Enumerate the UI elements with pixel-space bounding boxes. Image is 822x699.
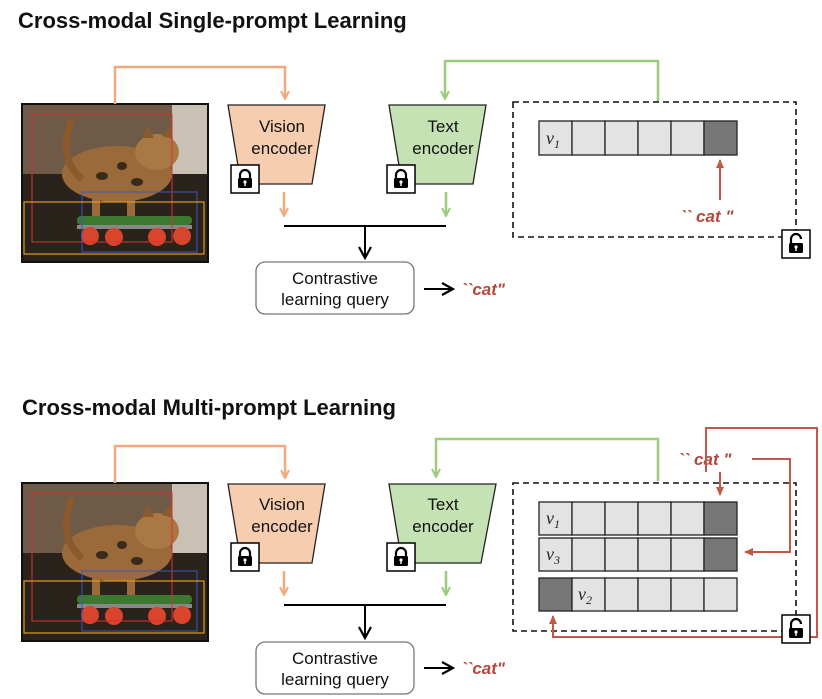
token-cell bbox=[670, 577, 705, 612]
vision-encoder-2-label-2: encoder bbox=[251, 517, 313, 536]
token-cell bbox=[604, 537, 639, 572]
class-to-row3-arrow bbox=[549, 427, 818, 638]
token-cell bbox=[604, 501, 639, 536]
class-token-cell bbox=[703, 501, 738, 536]
token-cell bbox=[670, 537, 705, 572]
class-token-cell bbox=[703, 537, 738, 572]
class-token-cell bbox=[703, 120, 738, 156]
panel-1: Vision encoder Text encoder Contrastive … bbox=[22, 59, 812, 315]
token-cell bbox=[637, 537, 672, 572]
output-label-2: ``cat" bbox=[461, 659, 506, 678]
panel-2-title: Cross-modal Multi-prompt Learning bbox=[22, 395, 396, 420]
text-encoder-1-label-2: encoder bbox=[412, 139, 474, 158]
token-cell bbox=[670, 120, 705, 156]
token-cell bbox=[571, 501, 606, 536]
prompt-row-1: v1 bbox=[538, 120, 738, 156]
class-token-cell bbox=[538, 577, 573, 612]
vision-encoder-1-label-1: Vision bbox=[259, 117, 305, 136]
contrastive-query-2-label-2: learning query bbox=[281, 670, 389, 689]
text-encoder-2-label-1: Text bbox=[427, 495, 458, 514]
prompt-to-text-arrow bbox=[445, 59, 660, 102]
prompt-row-v2: v2 bbox=[538, 577, 738, 612]
lock-icon bbox=[229, 541, 261, 573]
token-cell bbox=[637, 501, 672, 536]
token-cell bbox=[571, 537, 606, 572]
token-cell bbox=[670, 501, 705, 536]
class-label-1: `` cat " bbox=[680, 207, 734, 226]
output-label-1: ``cat" bbox=[461, 280, 506, 299]
prompt-token-symbol: v2 bbox=[578, 584, 592, 607]
token-cell bbox=[571, 120, 606, 156]
text-encoder-2-label-2: encoder bbox=[412, 517, 474, 536]
token-cell bbox=[538, 120, 573, 156]
contrastive-query-2 bbox=[255, 641, 415, 695]
input-image-2 bbox=[22, 483, 208, 641]
prompt-region-2 bbox=[512, 482, 797, 632]
input-image-1 bbox=[22, 104, 208, 262]
contrastive-query-1-label-2: learning query bbox=[281, 290, 389, 309]
prompt-token-symbol: v1 bbox=[546, 128, 560, 151]
vision-encoder-2-label-1: Vision bbox=[259, 495, 305, 514]
vision-encoder-1-label-2: encoder bbox=[251, 139, 313, 158]
token-cell bbox=[604, 577, 639, 612]
token-cell bbox=[538, 537, 573, 572]
contrastive-query-1-label-1: Contrastive bbox=[292, 269, 378, 288]
token-cell bbox=[571, 577, 606, 612]
contrastive-query-2-label-1: Contrastive bbox=[292, 649, 378, 668]
prompt-region-1 bbox=[512, 101, 797, 238]
unlock-icon bbox=[780, 228, 812, 260]
token-cell bbox=[604, 120, 639, 156]
token-cell bbox=[703, 577, 738, 612]
unlock-icon bbox=[780, 613, 812, 645]
prompt-row-v1: v1 bbox=[538, 501, 738, 536]
lock-icon bbox=[385, 163, 417, 195]
text-encoder-1-label-1: Text bbox=[427, 117, 458, 136]
panel-2: Vision encoder Text encoder Contrastive … bbox=[22, 427, 818, 695]
token-cell bbox=[637, 577, 672, 612]
prompt-row-v3: v3 bbox=[538, 537, 738, 572]
token-cell bbox=[637, 120, 672, 156]
prompt-token-symbol: v3 bbox=[546, 544, 560, 567]
lock-icon bbox=[385, 541, 417, 573]
contrastive-query-1 bbox=[255, 261, 415, 315]
image-to-vision-arrow bbox=[113, 444, 285, 483]
class-to-row2-arrow bbox=[744, 458, 791, 556]
token-cell bbox=[538, 501, 573, 536]
panel-1-title: Cross-modal Single-prompt Learning bbox=[18, 8, 407, 33]
prompt-to-text-arrow bbox=[436, 437, 660, 481]
lock-icon bbox=[229, 163, 261, 195]
prompt-token-symbol: v1 bbox=[546, 508, 560, 531]
image-to-vision-arrow bbox=[113, 65, 285, 104]
